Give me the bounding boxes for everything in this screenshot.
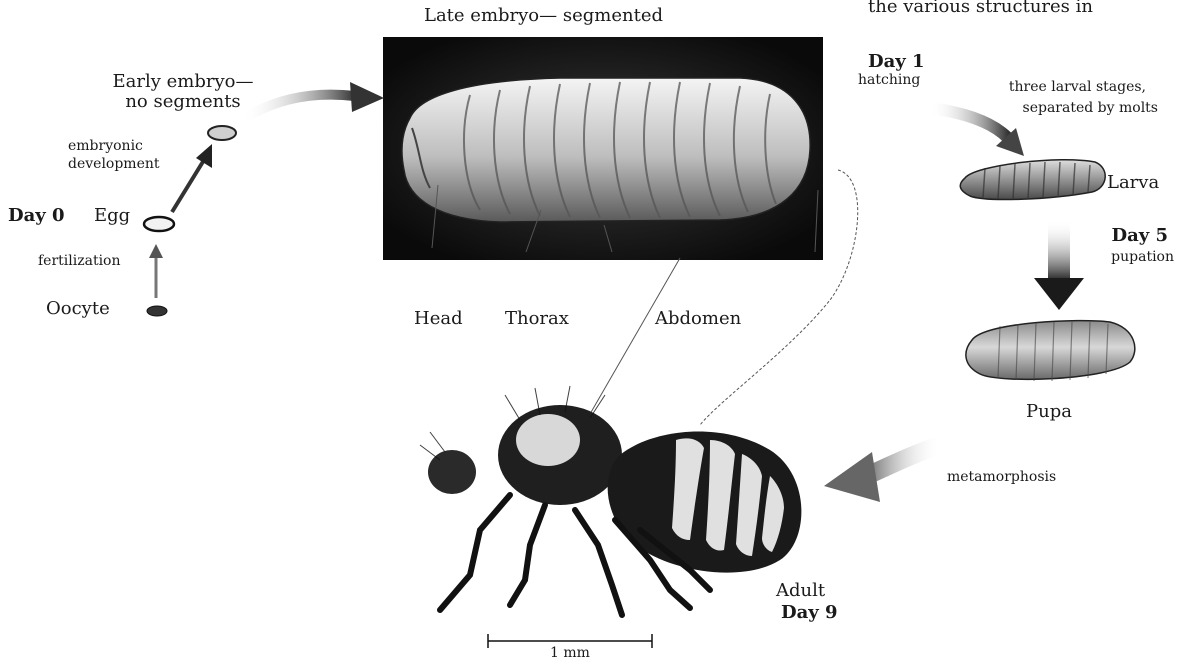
day0-label: Day 0 (8, 206, 65, 227)
larval-stages-label-line2: separated by molts (950, 100, 1158, 116)
egg-shape (144, 217, 174, 231)
pupa-label: Pupa (1026, 402, 1072, 423)
oocyte-label: Oocyte (46, 299, 110, 320)
early-embryo-shape (208, 126, 236, 140)
late-embryo-photo (383, 37, 823, 260)
scale-bar-label: 1 mm (520, 645, 620, 661)
metamorphosis-arrow (824, 445, 940, 502)
embryonic-development-arrow (172, 144, 212, 212)
adult-label: Adult (776, 581, 825, 602)
day5-label: Day 5 (1080, 226, 1168, 247)
late-embryo-label: Late embryo— segmented (424, 6, 663, 27)
day1-label: Day 1 (868, 52, 925, 73)
egg-label: Egg (94, 206, 130, 227)
fertilization-label: fertilization (38, 253, 121, 269)
thorax-label: Thorax (505, 309, 569, 330)
pupation-label: pupation (1080, 249, 1174, 265)
clipped-text: the various structures in (868, 0, 1093, 18)
adult-fly-shape (420, 386, 801, 615)
larva-shape (960, 160, 1105, 200)
hatching-label: hatching (858, 72, 920, 88)
larva-label: Larva (1107, 173, 1159, 194)
pupation-arrow (1034, 220, 1084, 310)
oocyte-shape (147, 306, 167, 316)
embryonic-development-label-line2: development (68, 156, 160, 172)
abdomen-label: Abdomen (655, 309, 741, 330)
early-embryo-label-line1: Early embryo— (108, 72, 258, 93)
early-embryo-label-line2: no segments (108, 92, 258, 113)
fertilization-arrow (149, 244, 163, 298)
larval-stages-label-line1: three larval stages, (950, 79, 1146, 95)
early-to-late-arrow (242, 82, 384, 120)
pupa-shape (966, 321, 1135, 381)
embryonic-development-label-line1: embryonic (68, 138, 143, 154)
metamorphosis-label: metamorphosis (947, 469, 1056, 485)
head-label: Head (414, 309, 463, 330)
day9-label: Day 9 (781, 603, 838, 624)
